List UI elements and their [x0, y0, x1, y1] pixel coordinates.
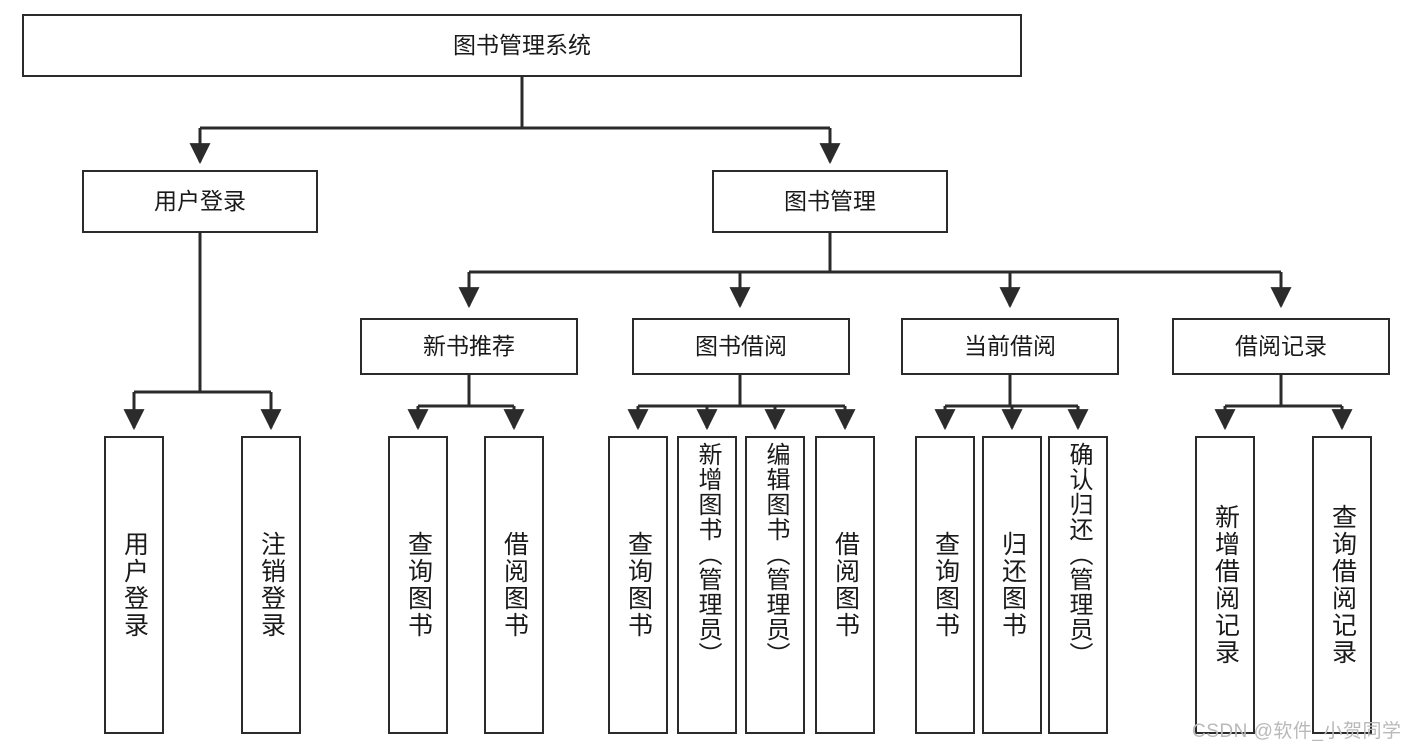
- leaf-user-login-label: 用户登录: [120, 531, 149, 639]
- leaf-return-book-label: 归还图书: [998, 531, 1027, 639]
- leaf-query-record[interactable]: 查询借阅记录: [1312, 436, 1372, 734]
- leaf-borrow-book-2-label: 借阅图书: [831, 531, 860, 639]
- leaf-query-book-2-label: 查询图书: [624, 531, 653, 639]
- node-current-borrow-label: 当前借阅: [964, 332, 1056, 359]
- node-borrow-record[interactable]: 借阅记录: [1172, 318, 1390, 375]
- leaf-edit-book-label: 编辑图书（管理员）: [762, 442, 789, 667]
- leaf-user-login[interactable]: 用户登录: [104, 436, 164, 734]
- leaf-confirm-return-label: 确认归还（管理员）: [1065, 442, 1092, 667]
- leaf-borrow-book-1-label: 借阅图书: [500, 531, 529, 639]
- node-user-login-label: 用户登录: [154, 187, 246, 214]
- node-book-management-label: 图书管理: [784, 187, 876, 214]
- leaf-borrow-book-1[interactable]: 借阅图书: [484, 436, 544, 734]
- leaf-add-record-label: 新增借阅记录: [1211, 504, 1240, 666]
- node-root[interactable]: 图书管理系统: [22, 14, 1022, 77]
- node-new-book-recommend-label: 新书推荐: [423, 332, 515, 359]
- node-book-borrow-label: 图书借阅: [695, 332, 787, 359]
- leaf-edit-book[interactable]: 编辑图书（管理员）: [745, 436, 805, 734]
- leaf-query-book-2[interactable]: 查询图书: [608, 436, 668, 734]
- leaf-add-book-label: 新增图书（管理员）: [694, 442, 721, 667]
- node-new-book-recommend[interactable]: 新书推荐: [360, 318, 578, 375]
- leaf-query-book-1[interactable]: 查询图书: [388, 436, 448, 734]
- node-user-login[interactable]: 用户登录: [82, 170, 318, 233]
- node-borrow-record-label: 借阅记录: [1235, 332, 1327, 359]
- node-root-label: 图书管理系统: [453, 31, 591, 58]
- leaf-borrow-book-2[interactable]: 借阅图书: [815, 436, 875, 734]
- node-current-borrow[interactable]: 当前借阅: [901, 318, 1119, 375]
- leaf-query-book-3-label: 查询图书: [931, 531, 960, 639]
- node-book-management[interactable]: 图书管理: [712, 170, 948, 233]
- watermark: CSDN @软件_小贺同学: [1192, 721, 1402, 742]
- leaf-add-book[interactable]: 新增图书（管理员）: [677, 436, 737, 734]
- leaf-logout[interactable]: 注销登录: [241, 436, 301, 734]
- leaf-logout-label: 注销登录: [257, 531, 286, 639]
- node-book-borrow[interactable]: 图书借阅: [632, 318, 850, 375]
- leaf-query-book-3[interactable]: 查询图书: [915, 436, 975, 734]
- leaf-confirm-return[interactable]: 确认归还（管理员）: [1048, 436, 1108, 734]
- leaf-add-record[interactable]: 新增借阅记录: [1195, 436, 1255, 734]
- leaf-query-record-label: 查询借阅记录: [1328, 504, 1357, 666]
- leaf-return-book[interactable]: 归还图书: [982, 436, 1042, 734]
- leaf-query-book-1-label: 查询图书: [404, 531, 433, 639]
